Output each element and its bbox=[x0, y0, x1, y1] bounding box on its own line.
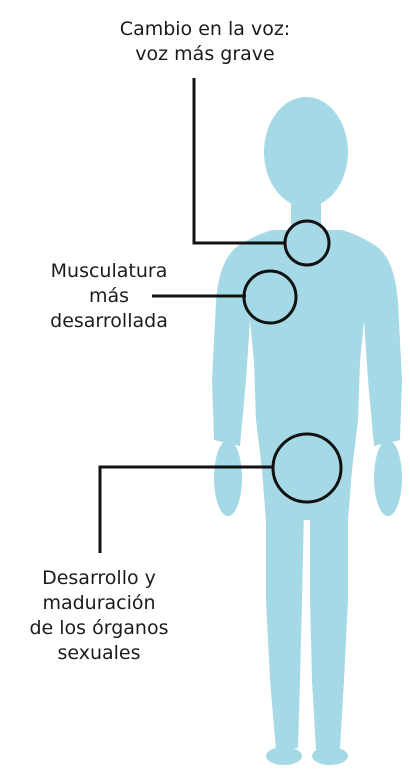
voice-label-line-1: Cambio en la voz: bbox=[70, 17, 340, 42]
silhouette-right-hand bbox=[374, 440, 402, 516]
voice-change-label: Cambio en la voz: voz más grave bbox=[70, 17, 340, 67]
organs-label-line-2: maduración bbox=[4, 591, 194, 616]
organs-leader-line bbox=[100, 467, 274, 553]
organs-label-line-3: de los órganos bbox=[4, 616, 194, 641]
organs-label: Desarrollo y maduración de los órganos s… bbox=[4, 566, 194, 666]
muscle-label-line-2: más bbox=[14, 284, 204, 309]
muscle-label-line-3: desarrollada bbox=[14, 309, 204, 334]
silhouette-left-hand bbox=[214, 440, 242, 516]
silhouette-left-leg bbox=[266, 508, 304, 750]
organs-label-line-4: sexuales bbox=[4, 641, 194, 666]
organs-label-line-1: Desarrollo y bbox=[4, 566, 194, 591]
muscle-label-line-1: Musculatura bbox=[14, 259, 204, 284]
silhouette-head bbox=[264, 97, 348, 207]
body-silhouette bbox=[212, 97, 402, 765]
voice-label-line-2: voz más grave bbox=[70, 42, 340, 67]
muscle-label: Musculatura más desarrollada bbox=[14, 259, 204, 334]
silhouette-right-foot bbox=[312, 747, 348, 765]
silhouette-left-foot bbox=[266, 747, 302, 765]
silhouette-right-leg bbox=[310, 508, 348, 750]
